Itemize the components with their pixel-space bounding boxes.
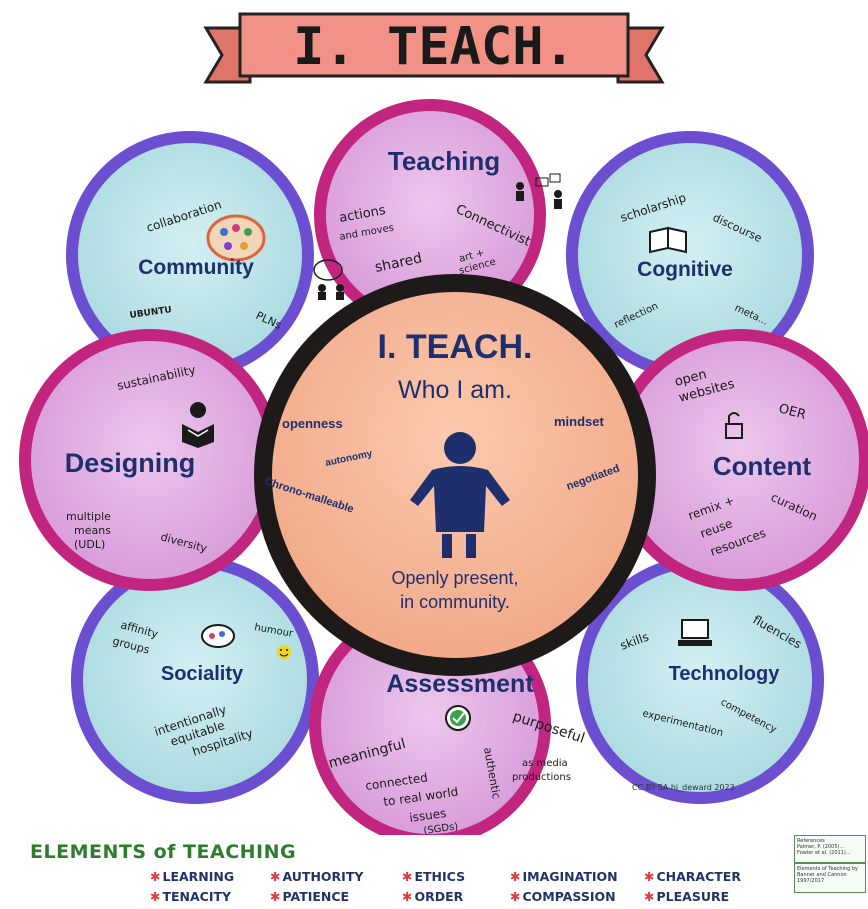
teaching-label: Teaching (388, 146, 500, 176)
references-box: References Palmer, P. (2005)... Fowler e… (794, 835, 866, 863)
center-title: I. TEACH. (378, 328, 533, 366)
center-footer-2: in community. (400, 592, 510, 612)
center-mindset: mindset (554, 414, 605, 429)
elements-title: ELEMENTS of TEACHING (30, 841, 297, 863)
checkmark-icon (445, 705, 471, 731)
element-item: ✱IMAGINATION (510, 869, 618, 884)
assessment-media: as media (522, 758, 568, 769)
community-label: Community (138, 256, 254, 279)
star-icon: ✱ (510, 869, 521, 884)
people-icon (516, 173, 562, 209)
content-label: Content (713, 451, 812, 481)
credit-text: CC BY-SA hj_deward 2023 (632, 783, 735, 792)
star-icon: ✱ (402, 889, 413, 904)
element-item: ✱PATIENCE (270, 889, 350, 904)
unlock-icon (725, 412, 743, 439)
technology-label: Technology (669, 663, 781, 685)
center-openness: openness (282, 416, 343, 431)
title-banner: I. TEACH. (203, 12, 665, 84)
cognitive-label: Cognitive (637, 258, 733, 281)
designing-udl: (UDL) (74, 538, 105, 551)
star-icon: ✱ (270, 869, 281, 884)
star-icon: ✱ (150, 869, 161, 884)
assessment-label: Assessment (386, 670, 534, 698)
star-icon: ✱ (150, 889, 161, 904)
star-icon: ✱ (510, 889, 521, 904)
element-item: ✱LEARNING (150, 869, 235, 884)
chat-icon (201, 624, 235, 648)
element-item: ✱COMPASSION (510, 889, 616, 904)
source-box: Elements of Teaching by Banner and Canno… (794, 863, 866, 893)
star-icon: ✱ (270, 889, 281, 904)
element-item: ✱AUTHORITY (270, 869, 364, 884)
element-item: ✱CHARACTER (644, 869, 741, 884)
reader-icon (182, 402, 214, 448)
star-icon: ✱ (644, 889, 655, 904)
group-discussion-icon (313, 259, 344, 300)
designing-means: means (74, 524, 111, 537)
person-icon (410, 432, 510, 558)
element-item: ✱TENACITY (150, 889, 232, 904)
center-footer-1: Openly present, (391, 568, 518, 588)
designing-multiple: multiple (66, 510, 111, 523)
assessment-productions: productions (512, 772, 571, 783)
element-item: ✱ORDER (402, 889, 464, 904)
star-icon: ✱ (644, 869, 655, 884)
community-people-icon (206, 214, 266, 262)
banner-title: I. TEACH. (293, 17, 575, 77)
star-icon: ✱ (402, 869, 413, 884)
sociality-label: Sociality (161, 663, 244, 685)
elements-footer: ELEMENTS of TEACHING ✱LEARNING ✱AUTHORIT… (0, 835, 868, 909)
smiley-icon (277, 645, 291, 659)
flower-diagram: I. TEACH. Teaching actions and moves Con… (19, 12, 868, 835)
computer-icon (678, 619, 712, 646)
element-item: ✱PLEASURE (644, 889, 730, 904)
center-subtitle: Who I am. (398, 376, 512, 404)
book-icon (649, 226, 687, 254)
designing-label: Designing (65, 448, 196, 478)
content-oer: OER (777, 401, 807, 423)
element-item: ✱ETHICS (402, 869, 466, 884)
assessment-issues: issues (408, 806, 447, 825)
assessment-sgds: (SGDs) (423, 821, 459, 835)
